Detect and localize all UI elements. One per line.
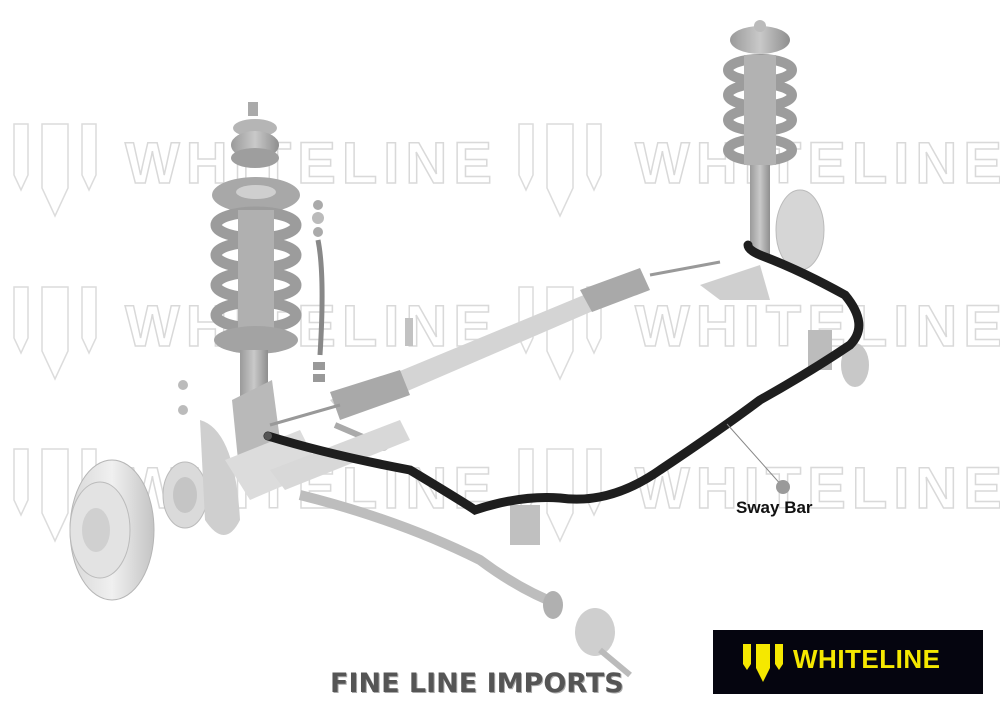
whiteline-brand-name: WHITELINE xyxy=(793,644,941,674)
watermark-text: WHITELINE xyxy=(124,130,498,197)
left-strut xyxy=(210,102,302,460)
left-brake-disc xyxy=(69,420,320,601)
callout-dot xyxy=(776,480,790,494)
lower-control-arm xyxy=(270,420,632,678)
sway-bar-link xyxy=(178,200,325,415)
watermark-text: WHITELINE xyxy=(634,130,1000,197)
watermark-text: WHITELINE xyxy=(124,293,498,360)
dealer-name: FINE LINE IMPORTS xyxy=(330,668,624,699)
watermark-logo-icon xyxy=(13,286,97,381)
watermark-text: WHITELINE xyxy=(634,455,1000,522)
sway-bar xyxy=(263,240,864,515)
steering-rack xyxy=(269,260,721,451)
right-strut xyxy=(700,20,869,387)
callout-leader-line xyxy=(726,423,784,488)
watermark-logo-icon xyxy=(518,123,602,218)
whiteline-logo-badge: WHITELINE xyxy=(713,630,983,694)
callout-label-sway-bar: Sway Bar xyxy=(736,498,813,517)
watermark-logo-icon xyxy=(13,123,97,218)
whiteline-mark-icon xyxy=(743,644,783,682)
